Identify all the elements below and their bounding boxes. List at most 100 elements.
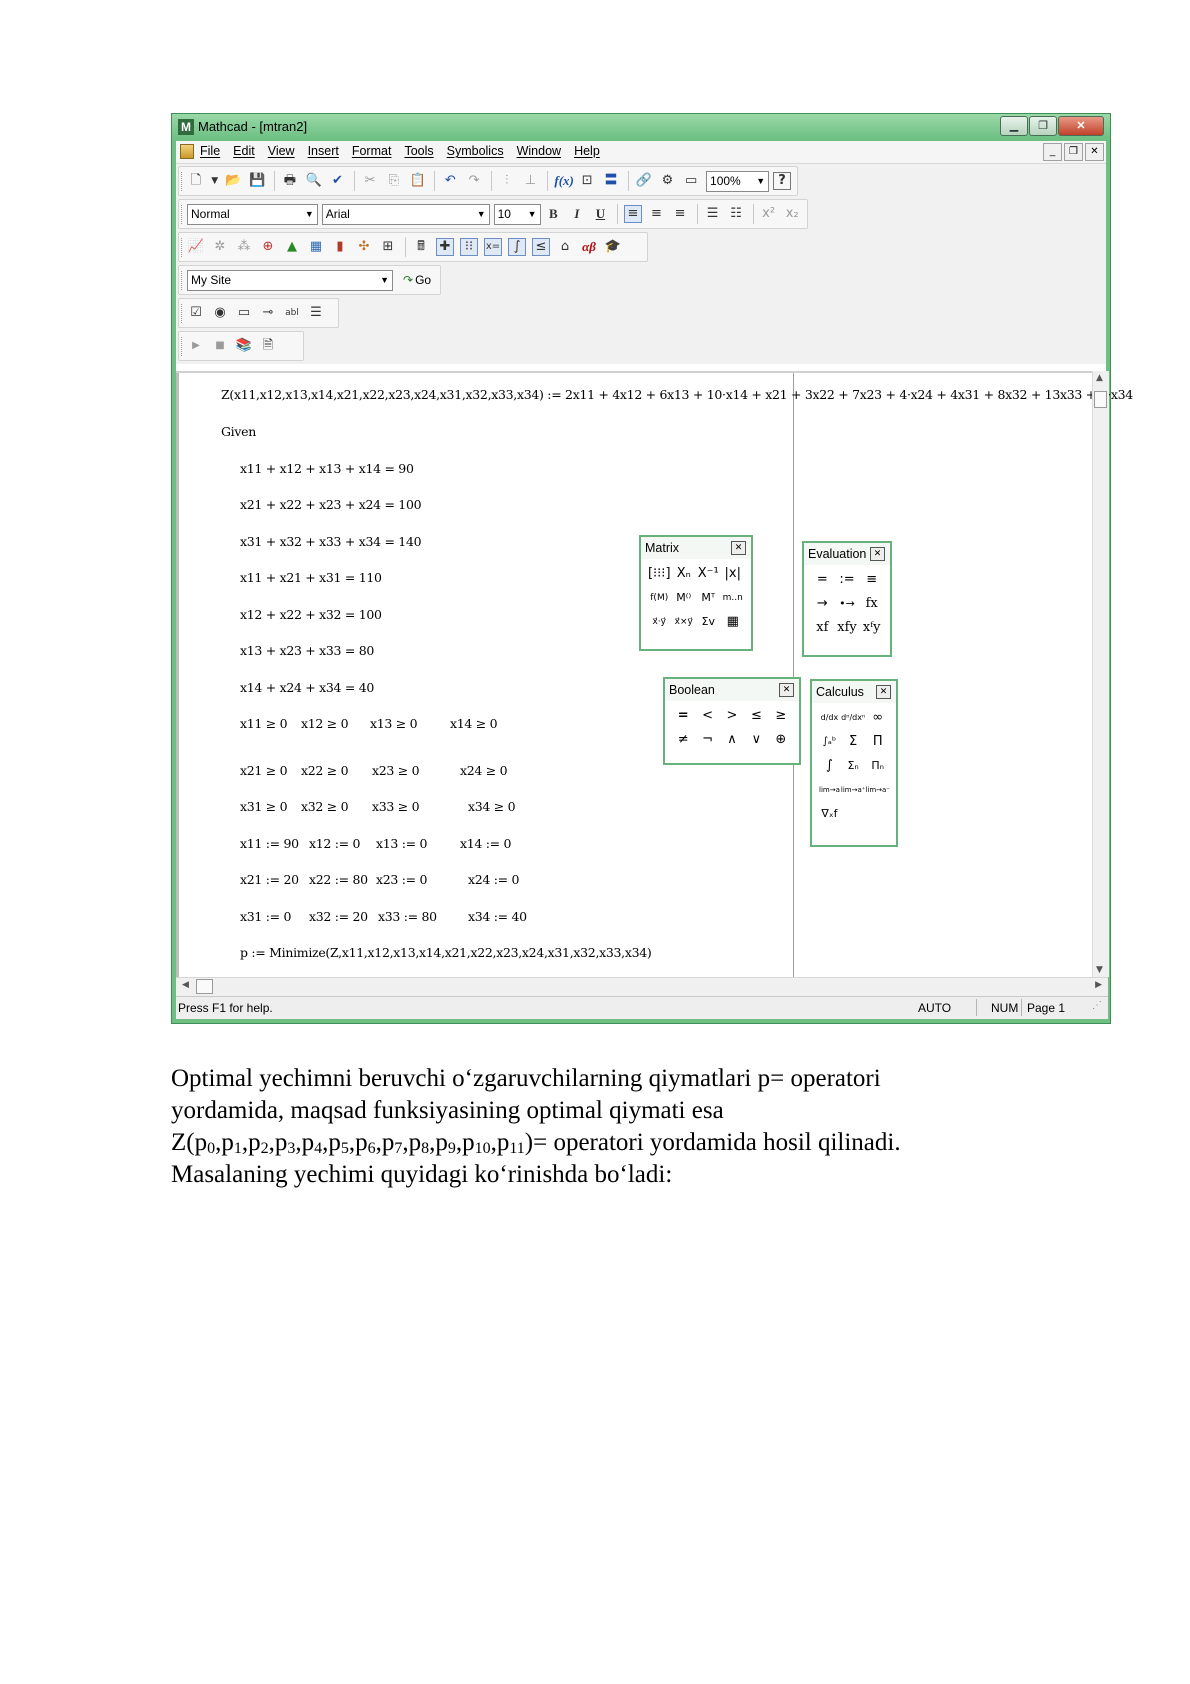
undo-icon[interactable]: ↶ [444, 173, 456, 188]
given-keyword[interactable]: Given [221, 424, 256, 439]
component-wizard-icon[interactable]: ⚙ [661, 173, 674, 188]
nth-derivative-button[interactable]: dⁿ/dxⁿ [841, 713, 866, 722]
nonneg-x32[interactable]: x32 ≥ 0 [301, 799, 349, 814]
bool-less-equal-button[interactable]: ≤ [750, 708, 762, 723]
constraint-4[interactable]: x11 + x21 + x31 = 110 [240, 570, 382, 585]
scatter-icon[interactable]: ✣ [358, 239, 370, 254]
constraint-7[interactable]: x14 + x24 + x34 = 40 [240, 680, 375, 695]
indefinite-integral-button[interactable]: ∫ [826, 758, 833, 773]
infinity-button[interactable]: ∞ [872, 710, 884, 725]
matrix-palette-icon[interactable]: ⁝⁝ [460, 238, 478, 256]
title-bar[interactable]: M Mathcad - [mtran2] ▁ ❐ ✕ [172, 114, 1110, 140]
open-folder-icon[interactable]: 📂 [225, 173, 242, 188]
init-x11[interactable]: x11 := 90 [240, 836, 299, 851]
matrix-vectorize-button[interactable]: f(M) [650, 593, 669, 603]
nonneg-x24[interactable]: x24 ≥ 0 [460, 763, 508, 778]
calculate-icon[interactable]: 〓 [604, 173, 618, 188]
nonneg-x31[interactable]: x31 ≥ 0 [240, 799, 288, 814]
horizontal-scroll-thumb[interactable] [196, 979, 213, 994]
maximize-button[interactable]: ❐ [1029, 116, 1057, 136]
eval-define-button[interactable]: := [839, 572, 855, 587]
go-button[interactable]: ↷Go [403, 273, 432, 287]
copy-icon[interactable]: ⎘ [388, 173, 400, 188]
bool-greater-button[interactable]: > [726, 708, 738, 723]
eval-global-define-button[interactable]: ≡ [866, 572, 878, 587]
scroll-right-icon[interactable]: ▶ [1095, 980, 1102, 990]
definite-integral-button[interactable]: ∫ₐᵇ [822, 736, 837, 747]
nonneg-x12[interactable]: x12 ≥ 0 [301, 716, 349, 731]
matrix-inverse-button[interactable]: X⁻¹ [697, 566, 719, 581]
zoom-select[interactable]: 100%▼ [706, 170, 770, 192]
menu-symbolics[interactable]: Symbolics [446, 144, 504, 158]
evaluation-palette-close-icon[interactable]: ✕ [870, 547, 885, 561]
font-select[interactable]: Arial▼ [321, 203, 490, 225]
init-x22[interactable]: x22 := 80 [309, 872, 368, 887]
vector-sum-button[interactable]: Σv [701, 615, 715, 628]
superscript-icon[interactable]: x² [762, 206, 776, 221]
init-x21[interactable]: x21 := 20 [240, 872, 299, 887]
product-button[interactable]: Π [872, 734, 883, 749]
underline-button[interactable]: U [595, 206, 606, 221]
menu-format[interactable]: Format [351, 144, 392, 158]
nonneg-x13[interactable]: x13 ≥ 0 [370, 716, 418, 731]
init-x34[interactable]: x34 := 40 [468, 909, 527, 924]
menu-insert[interactable]: Insert [307, 144, 339, 158]
matrix-transpose-button[interactable]: Mᵀ [701, 591, 716, 604]
eval-symbolic-button[interactable]: → [816, 596, 828, 611]
3d-scatter-icon[interactable]: ▲ [287, 239, 297, 254]
constraint-6[interactable]: x13 + x23 + x33 = 80 [240, 643, 375, 658]
range-variable-button[interactable]: m..n [722, 593, 743, 603]
contour-plot-icon[interactable]: ⊕ [262, 239, 274, 254]
cut-icon[interactable]: ✂ [364, 173, 376, 188]
eval-equals-button[interactable]: = [816, 572, 828, 587]
resource-center-icon[interactable]: 📚 [235, 338, 253, 353]
objective-function[interactable]: Z(x11,x12,x13,x14,x21,x22,x23,x24,x31,x3… [221, 387, 1133, 402]
calculator-palette-icon[interactable]: 🖩 [417, 239, 425, 254]
evaluation-palette-header[interactable]: Evaluation✕ [804, 543, 890, 565]
init-x14[interactable]: x14 := 0 [460, 836, 512, 851]
calculus-palette-close-icon[interactable]: ✕ [876, 685, 891, 699]
close-button[interactable]: ✕ [1058, 116, 1104, 136]
derivative-button[interactable]: d/dx [820, 713, 839, 722]
cross-product-button[interactable]: x⃗×y⃗ [674, 617, 693, 627]
slider-control-icon[interactable]: ⊸ [262, 305, 274, 320]
eval-treefix-button[interactable]: xᶠy [862, 620, 881, 635]
vertical-scroll-thumb[interactable] [1094, 391, 1107, 408]
minimize-expression[interactable]: p := Minimize(Z,x11,x12,x13,x14,x21,x22,… [240, 945, 652, 960]
boolean-palette-header[interactable]: Boolean✕ [665, 679, 799, 701]
matrix-palette-close-icon[interactable]: ✕ [731, 541, 746, 555]
doc-restore-button[interactable]: ❐ [1064, 143, 1083, 161]
eval-infix-button[interactable]: xfy [837, 620, 857, 635]
bold-button[interactable]: B [548, 206, 558, 221]
nonneg-x34[interactable]: x34 ≥ 0 [468, 799, 516, 814]
3d-bar-icon[interactable]: ▦ [309, 239, 323, 254]
resize-grip-icon[interactable]: ⋰ [1092, 1000, 1102, 1011]
plot-wizard-icon[interactable]: ⊞ [382, 239, 394, 254]
menu-window[interactable]: Window [516, 144, 562, 158]
constraint-5[interactable]: x12 + x22 + x32 = 100 [240, 607, 382, 622]
eval-postfix-button[interactable]: xf [816, 620, 829, 635]
symbolic-palette-icon[interactable]: 🎓 [604, 239, 622, 254]
bool-equal-button[interactable]: = [677, 708, 689, 723]
bool-and-button[interactable]: ∧ [727, 732, 737, 747]
dropdown-arrow-icon[interactable]: ▼ [211, 176, 219, 186]
vertical-scrollbar[interactable]: ▲ ▼ [1092, 371, 1109, 977]
dot-product-button[interactable]: x⃗·y⃗ [652, 617, 666, 627]
bool-not-equal-button[interactable]: ≠ [677, 732, 689, 747]
subscript-icon[interactable]: x₂ [785, 206, 799, 221]
bullets-icon[interactable]: ☰ [706, 206, 719, 221]
insert-function-icon[interactable]: f(x) [554, 173, 574, 188]
matrix-subscript-button[interactable]: Xₙ [676, 566, 691, 581]
greek-palette-icon[interactable]: αβ [582, 239, 596, 254]
align-left-icon[interactable]: ≡ [624, 205, 642, 223]
help-icon[interactable]: ? [773, 172, 791, 190]
italic-button[interactable]: I [574, 206, 580, 221]
menu-edit[interactable]: Edit [233, 144, 255, 158]
surface-plot-icon[interactable]: ⁂ [237, 239, 251, 254]
matrix-palette-header[interactable]: Matrix✕ [641, 537, 751, 559]
menu-view[interactable]: View [267, 144, 295, 158]
stop-icon[interactable]: ■ [215, 340, 225, 351]
range-product-button[interactable]: Πₙ [871, 759, 885, 772]
calculus-palette-header[interactable]: Calculus✕ [812, 681, 896, 703]
evaluation-palette-icon[interactable]: x= [484, 238, 502, 256]
